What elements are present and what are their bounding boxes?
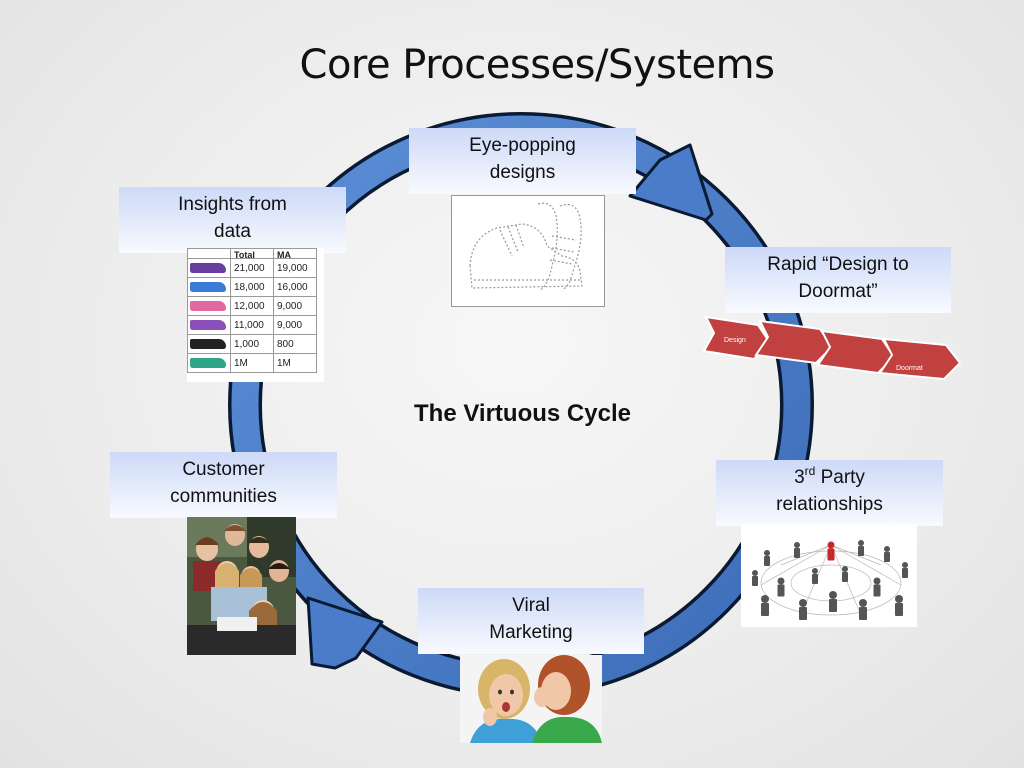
- chain-arrow-4: [878, 337, 962, 381]
- chain-label-design: Design: [724, 337, 746, 344]
- shoe-thumbnail: [190, 358, 226, 368]
- arrowhead-bottom-left: [306, 596, 384, 670]
- node-label-line1: Insights from: [178, 194, 287, 215]
- node-label-line2: designs: [489, 162, 556, 183]
- cell-total: 1,000: [230, 334, 274, 354]
- chain-arrow-3: [816, 329, 896, 375]
- shoe-sketch-image: [451, 195, 605, 307]
- shoe-thumbnail: [190, 282, 226, 292]
- node-customer-communities: Customer communities: [110, 452, 337, 518]
- cell-total: 1M: [230, 353, 274, 373]
- red-arrow-chain-image: Design Doormat: [702, 315, 962, 381]
- node-eye-popping-designs: Eye-popping designs: [409, 128, 636, 194]
- shoe-thumbnail: [190, 320, 226, 330]
- chain-arrow-1: [702, 315, 772, 361]
- node-viral-marketing: Viral Marketing: [418, 588, 644, 654]
- cell-ma: 1M: [273, 353, 317, 373]
- cell-total: 18,000: [230, 277, 274, 297]
- node-label-line1: 3rd Party: [794, 463, 865, 488]
- table-row: 11,000 9,000: [187, 315, 317, 335]
- person-figure: [764, 550, 770, 566]
- node-third-party: 3rd Party relationships: [716, 460, 943, 526]
- sales-table-image: Total MA 21,000 19,000 18,000 16,000 12,…: [187, 248, 324, 382]
- node-label-line2: Marketing: [489, 622, 573, 643]
- node-label-line2: relationships: [776, 494, 883, 515]
- chain-label-doormat: Doormat: [896, 365, 923, 372]
- two-women-whispering-image: [460, 655, 602, 743]
- cell-ma: 19,000: [273, 258, 317, 278]
- cell-total: 11,000: [230, 315, 274, 335]
- node-label-line2: communities: [170, 486, 277, 507]
- node-design-to-doormat: Rapid “Design to Doormat”: [725, 247, 951, 313]
- node-insights-from-data: Insights from data: [119, 187, 346, 253]
- cell-total: 21,000: [230, 258, 274, 278]
- header-total: Total: [230, 248, 274, 259]
- cell-ma: 16,000: [273, 277, 317, 297]
- node-label-line1: Rapid “Design to: [767, 254, 909, 275]
- node-label-line1: Customer: [182, 459, 265, 480]
- table-row: 12,000 9,000: [187, 296, 317, 316]
- table-row: 1,000 800: [187, 334, 317, 354]
- people-network-image: [741, 525, 917, 627]
- table-row: 1M 1M: [187, 353, 317, 373]
- sales-table: Total MA 21,000 19,000 18,000 16,000 12,…: [187, 248, 317, 373]
- cell-ma: 800: [273, 334, 317, 354]
- center-label: The Virtuous Cycle: [414, 400, 631, 427]
- table-row: 18,000 16,000: [187, 277, 317, 297]
- header-ma: MA: [273, 248, 317, 259]
- table-row: 21,000 19,000: [187, 258, 317, 278]
- shoe-thumbnail: [190, 301, 226, 311]
- node-label-line1: Viral: [512, 595, 550, 616]
- chain-arrow-2: [754, 319, 834, 365]
- cell-total: 12,000: [230, 296, 274, 316]
- shoe-thumbnail: [190, 263, 226, 273]
- group-of-kids-photo: [187, 517, 296, 655]
- node-label-line2: data: [214, 221, 251, 242]
- sales-table-header: Total MA: [187, 248, 317, 259]
- cell-ma: 9,000: [273, 296, 317, 316]
- shoe-thumbnail: [190, 339, 226, 349]
- node-label-line2: Doormat”: [798, 281, 878, 302]
- node-label-line1: Eye-popping: [469, 135, 576, 156]
- slide-title: Core Processes/Systems: [299, 42, 775, 88]
- highlighted-person: [827, 541, 835, 561]
- cell-ma: 9,000: [273, 315, 317, 335]
